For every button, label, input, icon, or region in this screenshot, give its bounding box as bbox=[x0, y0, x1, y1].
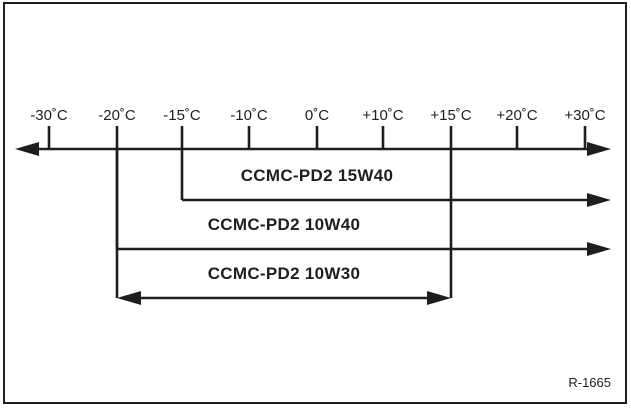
axis-tick-label: -20˚C bbox=[98, 107, 136, 124]
axis-left-arrowhead bbox=[15, 142, 39, 156]
range-label: CCMC-PD2 15W40 bbox=[241, 166, 394, 185]
reference-code: R-1665 bbox=[568, 375, 611, 390]
axis-tick-label: -15˚C bbox=[163, 107, 201, 124]
axis-tick-label: -10˚C bbox=[230, 107, 268, 124]
range-right-arrowhead bbox=[427, 291, 451, 305]
temperature-range-diagram: -30˚C -20˚C -15˚C -10˚C 0˚C +10˚C +15˚C +20˚C +3… bbox=[15, 107, 611, 390]
range-right-arrowhead bbox=[587, 193, 611, 207]
axis-tick-label: +10˚C bbox=[362, 107, 403, 124]
axis-tick-label: -30˚C bbox=[30, 107, 68, 124]
range-label: CCMC-PD2 10W30 bbox=[208, 264, 361, 283]
diagram-frame: -30˚C -20˚C -15˚C -10˚C 0˚C +10˚C +15˚C +20˚C +3… bbox=[3, 2, 627, 404]
axis-tick-label: +20˚C bbox=[496, 107, 537, 124]
range-label: CCMC-PD2 10W40 bbox=[208, 215, 361, 234]
range-left-arrowhead bbox=[117, 291, 141, 305]
axis-tick-label: 0˚C bbox=[305, 107, 329, 124]
axis-tick-label: +15˚C bbox=[430, 107, 471, 124]
temperature-axis: -30˚C -20˚C -15˚C -10˚C 0˚C +10˚C +15˚C +20˚C +3… bbox=[15, 107, 611, 156]
range-right-arrowhead bbox=[587, 242, 611, 256]
axis-tick-label: +30˚C bbox=[564, 107, 605, 124]
axis-right-arrowhead bbox=[587, 142, 611, 156]
